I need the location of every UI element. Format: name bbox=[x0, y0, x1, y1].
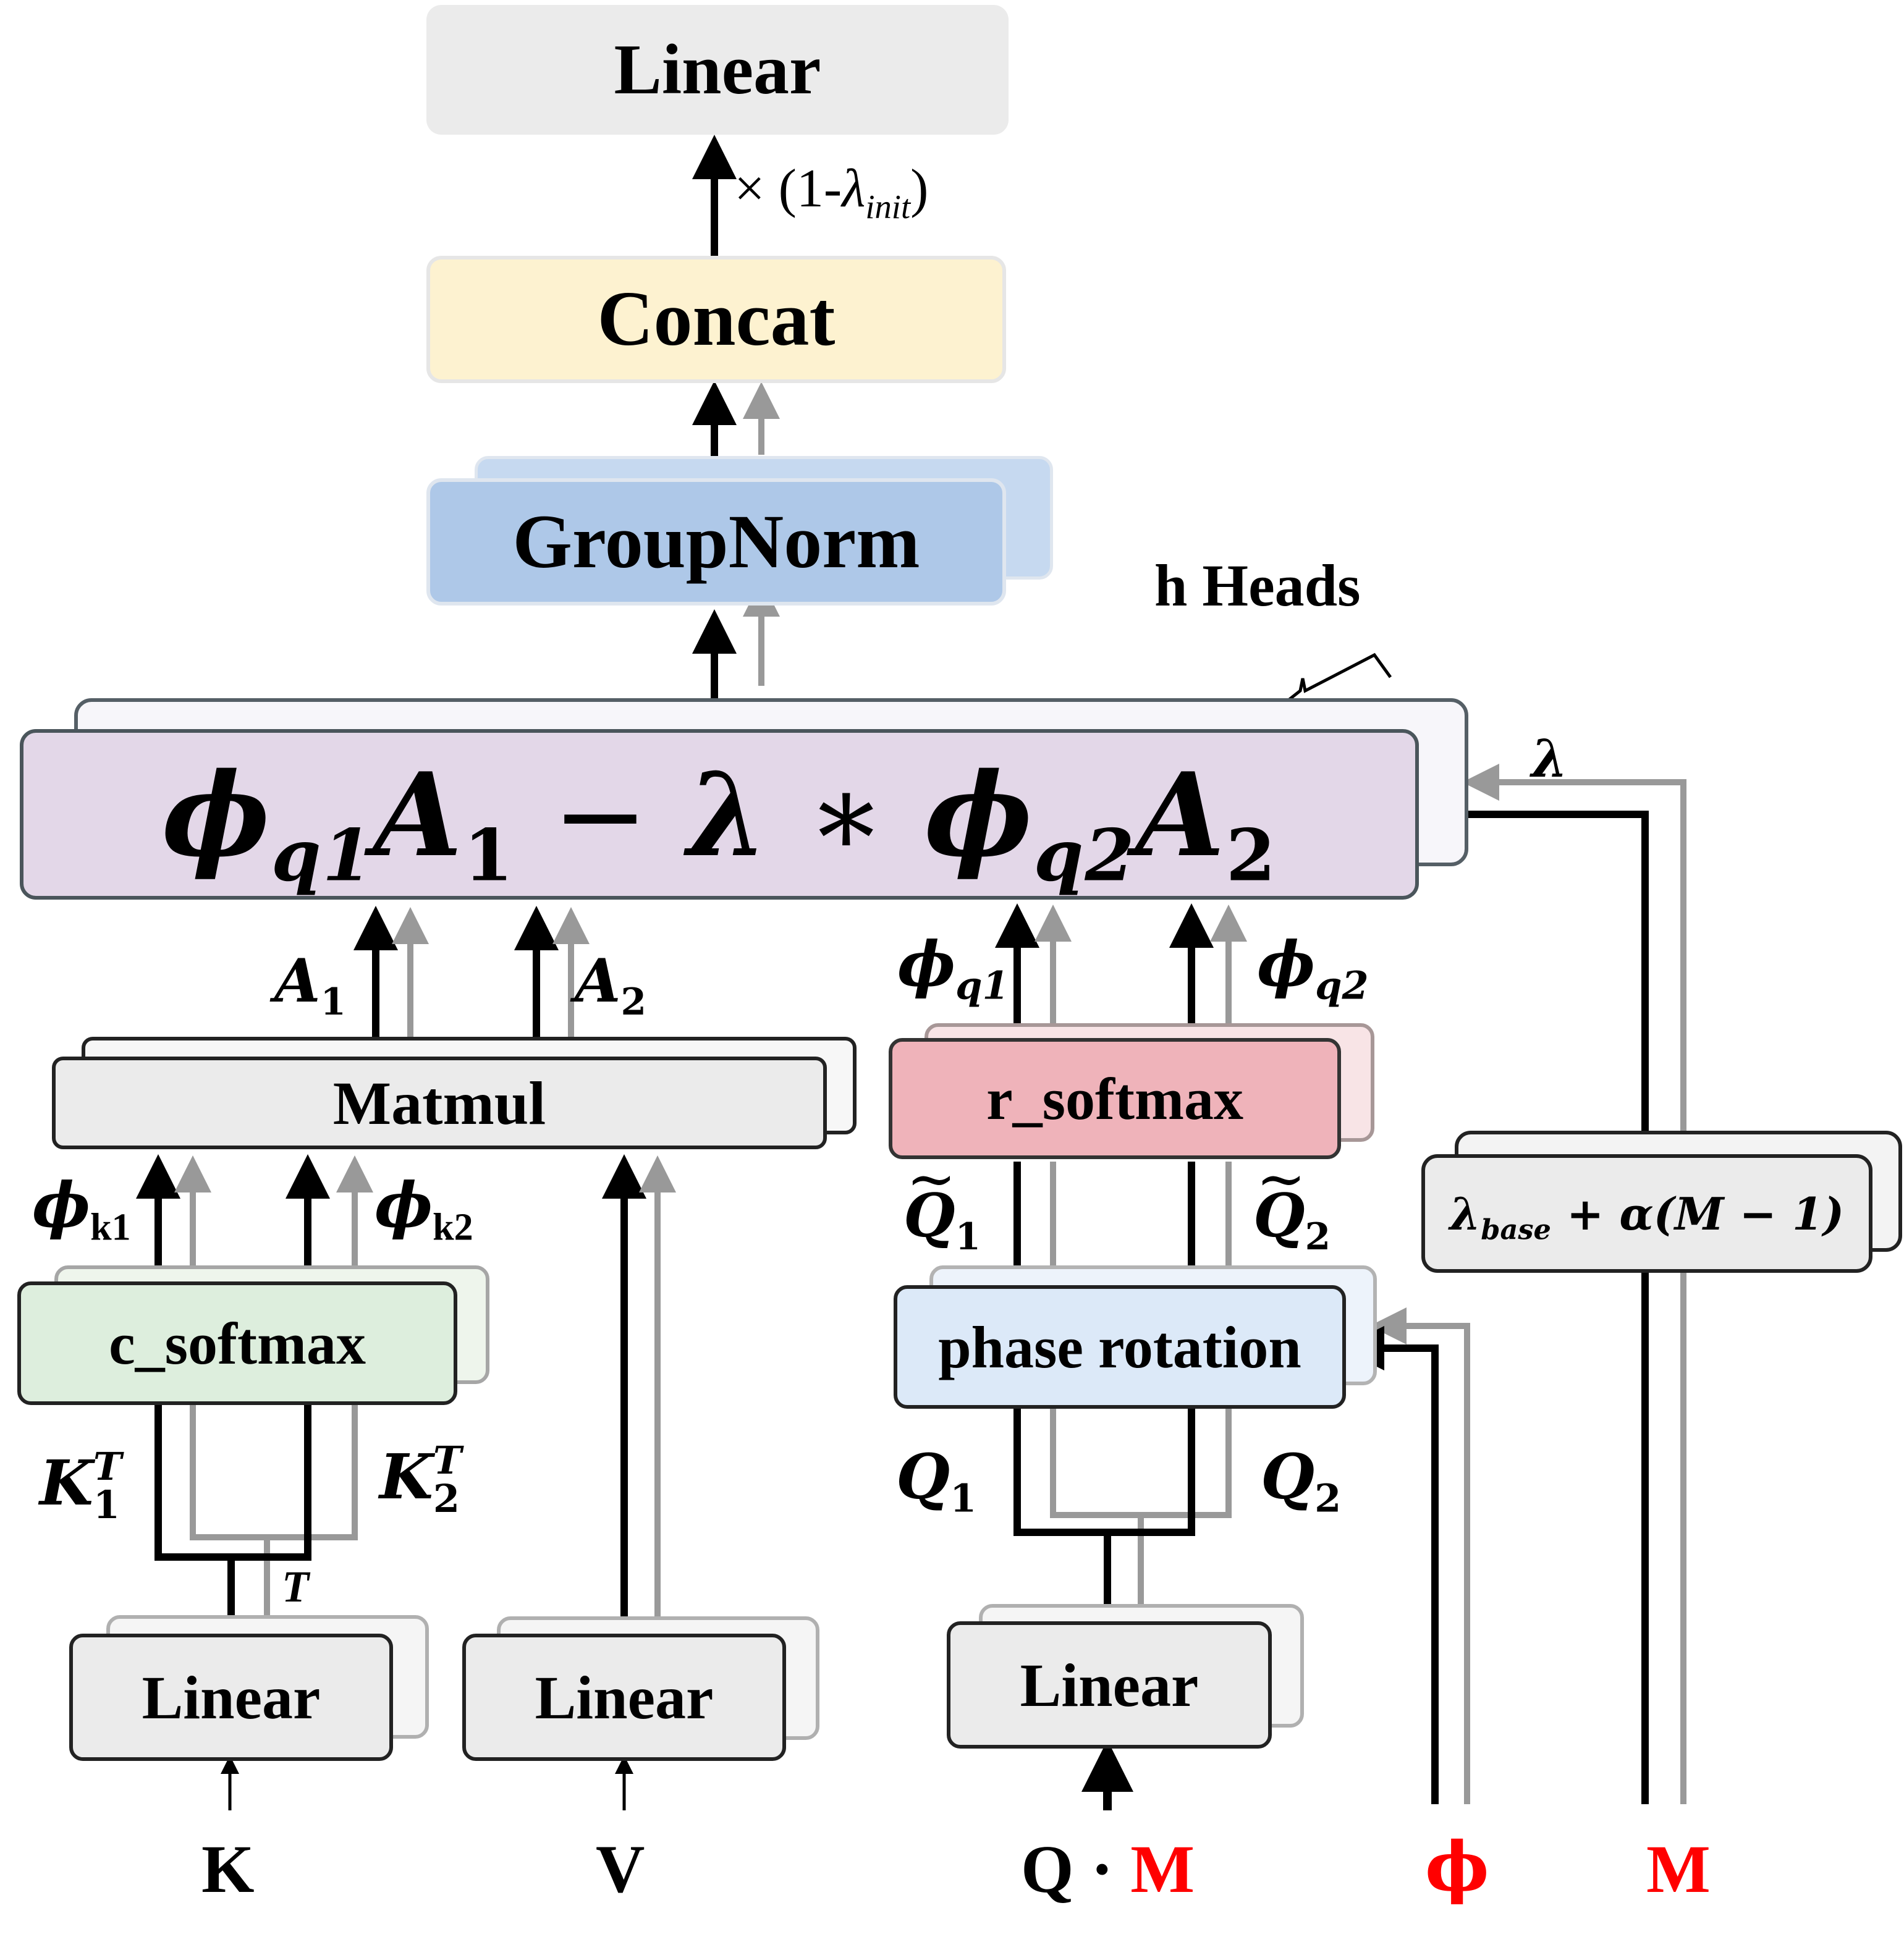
a2-sub: 2 bbox=[620, 980, 646, 1024]
linear-q-label: Linear bbox=[1020, 1650, 1199, 1720]
a2-symbol: A bbox=[575, 946, 621, 1016]
phi-q2-sub: q2 bbox=[1315, 963, 1369, 1008]
phi-q1-symbol: ϕ bbox=[897, 927, 956, 1000]
phi-k1-symbol: ϕ bbox=[32, 1168, 91, 1241]
formula-a2-sub: 2 bbox=[1225, 813, 1277, 897]
arrow-lambda-gray bbox=[1462, 764, 1686, 1804]
scale-sub: init bbox=[865, 188, 911, 226]
input-q: Q · bbox=[1021, 1831, 1131, 1907]
formula-q1: q1 bbox=[271, 813, 373, 897]
k2t-sup: T bbox=[433, 1437, 462, 1483]
lambda-schedule-rest: + α(M − 1) bbox=[1551, 1187, 1845, 1240]
q-rotation-wiring-gray bbox=[1050, 1409, 1232, 1518]
matmul-label: Matmul bbox=[332, 1068, 546, 1138]
linear-k-box: Linear bbox=[69, 1634, 393, 1761]
c-softmax-label: c_softmax bbox=[109, 1310, 366, 1377]
q-tilde-2-label: Q2 bbox=[1253, 1149, 1331, 1255]
q-tilde-2-symbol: Q bbox=[1253, 1149, 1306, 1246]
formula-phi1: ϕ bbox=[161, 746, 271, 882]
difference-formula: ϕq1A1 − λ ∗ ϕq2A2 bbox=[161, 746, 1277, 892]
a1-symbol: A bbox=[274, 946, 321, 1016]
k1t-symbol: K bbox=[40, 1446, 93, 1519]
linear-output-label: Linear bbox=[614, 30, 821, 109]
k2t-sub: 2 bbox=[433, 1475, 460, 1521]
phi-k2-symbol: ϕ bbox=[374, 1168, 433, 1241]
arrow-phi-to-phase bbox=[1340, 1326, 1439, 1804]
scale-lambda: λ bbox=[842, 159, 866, 219]
input-m: M bbox=[1646, 1831, 1711, 1907]
lambda-schedule-symbol: λ bbox=[1449, 1187, 1481, 1240]
phi-k1-label: ϕk1 bbox=[32, 1174, 131, 1247]
linear-k-label: Linear bbox=[142, 1663, 321, 1732]
a1-sub: 1 bbox=[320, 980, 346, 1024]
phi-q1-sub: q1 bbox=[955, 963, 1009, 1008]
groupnorm-box: GroupNorm bbox=[426, 478, 1006, 606]
q2-symbol: Q bbox=[1261, 1440, 1315, 1513]
input-v: V bbox=[596, 1831, 645, 1907]
a2-label: A2 bbox=[575, 952, 646, 1021]
q1-label: Q1 bbox=[896, 1446, 976, 1517]
formula-a2: A bbox=[1135, 746, 1226, 882]
input-phi: ϕ bbox=[1425, 1826, 1489, 1906]
q1-sub: 1 bbox=[950, 1475, 977, 1521]
q-tilde-2-sub: 2 bbox=[1305, 1215, 1331, 1259]
formula-a1-sub: 1 bbox=[463, 813, 515, 897]
phi-q2-label: ϕq2 bbox=[1257, 933, 1369, 1005]
concat-label: Concat bbox=[597, 276, 836, 362]
lambda-schedule-sub: base bbox=[1481, 1213, 1551, 1246]
linear-v-box: Linear bbox=[462, 1634, 786, 1761]
formula-lambda: λ bbox=[687, 746, 769, 882]
phase-rotation-box: phase rotation bbox=[894, 1285, 1346, 1409]
k2t-symbol: K bbox=[379, 1440, 433, 1513]
q-tilde-1-symbol: Q bbox=[903, 1149, 956, 1246]
input-k: K bbox=[201, 1831, 255, 1907]
arrow-phi-to-phase-gray bbox=[1369, 1307, 1470, 1804]
input-q-m-highlight: M bbox=[1130, 1831, 1195, 1907]
q-tilde-1-sub: 1 bbox=[955, 1215, 981, 1259]
phase-rotation-label: phase rotation bbox=[938, 1314, 1301, 1380]
k1t-sup: T bbox=[93, 1443, 122, 1489]
concat-box: Concat bbox=[426, 256, 1006, 383]
lambda-side-label: λ bbox=[1531, 728, 1568, 789]
k1t-sub: 1 bbox=[93, 1482, 121, 1527]
scale-factor-label: × (1-λinit) bbox=[734, 159, 929, 224]
input-q-m: Q · M bbox=[1021, 1835, 1195, 1903]
linear-v-label: Linear bbox=[535, 1663, 714, 1732]
transpose-label: T bbox=[282, 1562, 309, 1611]
a1-label: A1 bbox=[274, 952, 346, 1021]
phi-k1-sub: k1 bbox=[90, 1206, 131, 1249]
phi-q2-symbol: ϕ bbox=[1257, 927, 1316, 1000]
linear-output-box: Linear bbox=[426, 5, 1009, 135]
c-softmax-box: c_softmax bbox=[17, 1281, 457, 1405]
formula-minus: − bbox=[514, 748, 688, 882]
linear-q-box: Linear bbox=[947, 1621, 1272, 1749]
groupnorm-label: GroupNorm bbox=[512, 499, 920, 584]
formula-q2: q2 bbox=[1033, 813, 1136, 897]
phi-q1-label: ϕq1 bbox=[897, 933, 1009, 1005]
k-transpose-wiring bbox=[154, 1403, 311, 1561]
arrow-lambda bbox=[1408, 792, 1649, 1804]
phi-k2-label: ϕk2 bbox=[374, 1174, 473, 1247]
phi-k2-sub: k2 bbox=[433, 1206, 473, 1249]
r-softmax-label: r_softmax bbox=[986, 1065, 1243, 1132]
h-heads-label: h Heads bbox=[1154, 552, 1361, 618]
difference-attention-box: ϕq1A1 − λ ∗ ϕq2A2 bbox=[20, 729, 1419, 900]
matmul-box: Matmul bbox=[52, 1057, 827, 1149]
q2-sub: 2 bbox=[1314, 1475, 1342, 1521]
scale-times: × (1- bbox=[734, 159, 842, 219]
lambda-schedule-formula: λbase + α(M − 1) bbox=[1449, 1187, 1845, 1243]
q-tilde-1-label: Q1 bbox=[903, 1149, 981, 1255]
formula-a1: A bbox=[373, 746, 464, 882]
k-transpose-wiring-gray bbox=[190, 1298, 358, 1540]
formula-star: ∗ bbox=[769, 748, 924, 882]
formula-phi2: ϕ bbox=[924, 746, 1034, 882]
q1-symbol: Q bbox=[896, 1440, 950, 1513]
lambda-schedule-box: λbase + α(M − 1) bbox=[1421, 1154, 1872, 1273]
q2-label: Q2 bbox=[1261, 1446, 1341, 1517]
scale-close: ) bbox=[910, 159, 929, 219]
r-softmax-box: r_softmax bbox=[889, 1038, 1341, 1159]
